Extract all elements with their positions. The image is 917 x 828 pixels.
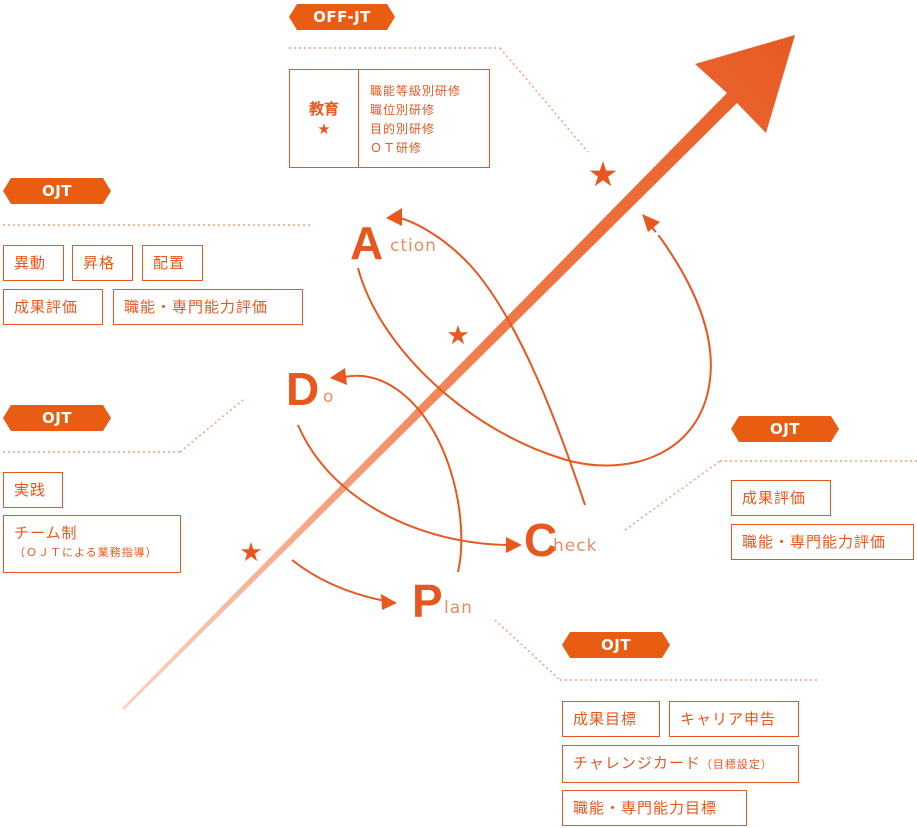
ojt-do-item-sub: （ＯＪＴによる業務指導） bbox=[14, 546, 158, 559]
ojt-do-item-title: チーム制 bbox=[14, 524, 78, 542]
offjt-item: ＯＴ研修 bbox=[370, 141, 423, 155]
arrowhead-do bbox=[330, 368, 347, 385]
loop-action-ellipse bbox=[357, 239, 712, 467]
offjt-item: 目的別研修 bbox=[370, 122, 436, 136]
pdca-loops bbox=[291, 216, 712, 602]
star-icon: ★ bbox=[317, 119, 331, 138]
loop-arrowheads bbox=[330, 208, 660, 610]
arrowhead-plan bbox=[381, 594, 397, 610]
pdca-do-initial: D bbox=[286, 363, 320, 415]
ojt-action-item: 配置 bbox=[142, 245, 203, 281]
ojt-action-item: 成果評価 bbox=[3, 289, 103, 325]
arrowhead-action bbox=[386, 208, 402, 226]
offjt-training-list: 職能等級別研修 職位別研修 目的別研修 ＯＴ研修 bbox=[359, 70, 461, 167]
leader-ojt-check-d bbox=[624, 460, 721, 531]
ojt-action-badge: OJT bbox=[3, 178, 111, 204]
ojt-do-item: チーム制 （ＯＪＴによる業務指導） bbox=[3, 515, 181, 573]
leader-ojt-do-d bbox=[179, 399, 244, 453]
offjt-box: 教育 ★ 職能等級別研修 職位別研修 目的別研修 ＯＴ研修 bbox=[289, 69, 490, 168]
pdca-plan-rest: lan bbox=[444, 598, 473, 618]
ojt-action-item: 職能・専門能力評価 bbox=[113, 289, 303, 325]
arrowhead-dashed bbox=[642, 214, 660, 232]
ojt-action-item: 昇格 bbox=[72, 245, 133, 281]
star-icon bbox=[447, 325, 469, 345]
pdca-action-initial: A bbox=[350, 217, 384, 269]
leader-lines bbox=[3, 47, 917, 681]
loop-do-check bbox=[297, 424, 513, 546]
ojt-plan-item: チャレンジカード（目標設定） bbox=[562, 745, 799, 783]
ojt-action-item: 異動 bbox=[3, 245, 64, 281]
pdca-do-rest: o bbox=[323, 387, 335, 407]
growth-arrow bbox=[122, 35, 795, 710]
loop-check-up bbox=[395, 216, 586, 506]
star-icon bbox=[240, 542, 262, 562]
ojt-check-item: 成果評価 bbox=[731, 480, 831, 516]
star-icons bbox=[240, 161, 617, 562]
loop-plan-arrow bbox=[291, 559, 386, 602]
loop-action-dashed bbox=[647, 221, 663, 241]
offjt-badge: OFF-JT bbox=[289, 4, 395, 30]
ojt-check-item: 職能・専門能力評価 bbox=[731, 524, 914, 560]
ojt-plan-item: 職能・専門能力目標 bbox=[562, 790, 747, 826]
pdca-plan-initial: P bbox=[412, 575, 443, 627]
pdca-check-initial: C bbox=[524, 514, 558, 566]
ojt-plan-item-title: チャレンジカード bbox=[573, 754, 701, 772]
leader-offjt-d bbox=[499, 47, 589, 153]
ojt-do-badge: OJT bbox=[3, 405, 111, 431]
leader-ojt-plan-d bbox=[494, 619, 561, 681]
star-icon bbox=[589, 161, 617, 187]
offjt-item: 職能等級別研修 bbox=[370, 84, 462, 98]
ojt-plan-item: 成果目標 bbox=[562, 701, 660, 737]
offjt-item: 職位別研修 bbox=[370, 103, 436, 117]
pdca-check-rest: heck bbox=[553, 536, 598, 556]
ojt-plan-badge: OJT bbox=[562, 632, 670, 658]
ojt-check-badge: OJT bbox=[731, 416, 839, 442]
loop-do-ellipse bbox=[343, 374, 463, 573]
pdca-action-rest: ction bbox=[390, 236, 437, 256]
ojt-plan-item: キャリア申告 bbox=[669, 701, 799, 737]
arrowhead-check bbox=[506, 537, 522, 553]
offjt-category: 教育 ★ bbox=[290, 70, 359, 167]
ojt-do-item: 実践 bbox=[3, 472, 63, 508]
ojt-plan-item-sub: （目標設定） bbox=[700, 758, 773, 771]
offjt-category-label: 教育 bbox=[308, 99, 339, 118]
